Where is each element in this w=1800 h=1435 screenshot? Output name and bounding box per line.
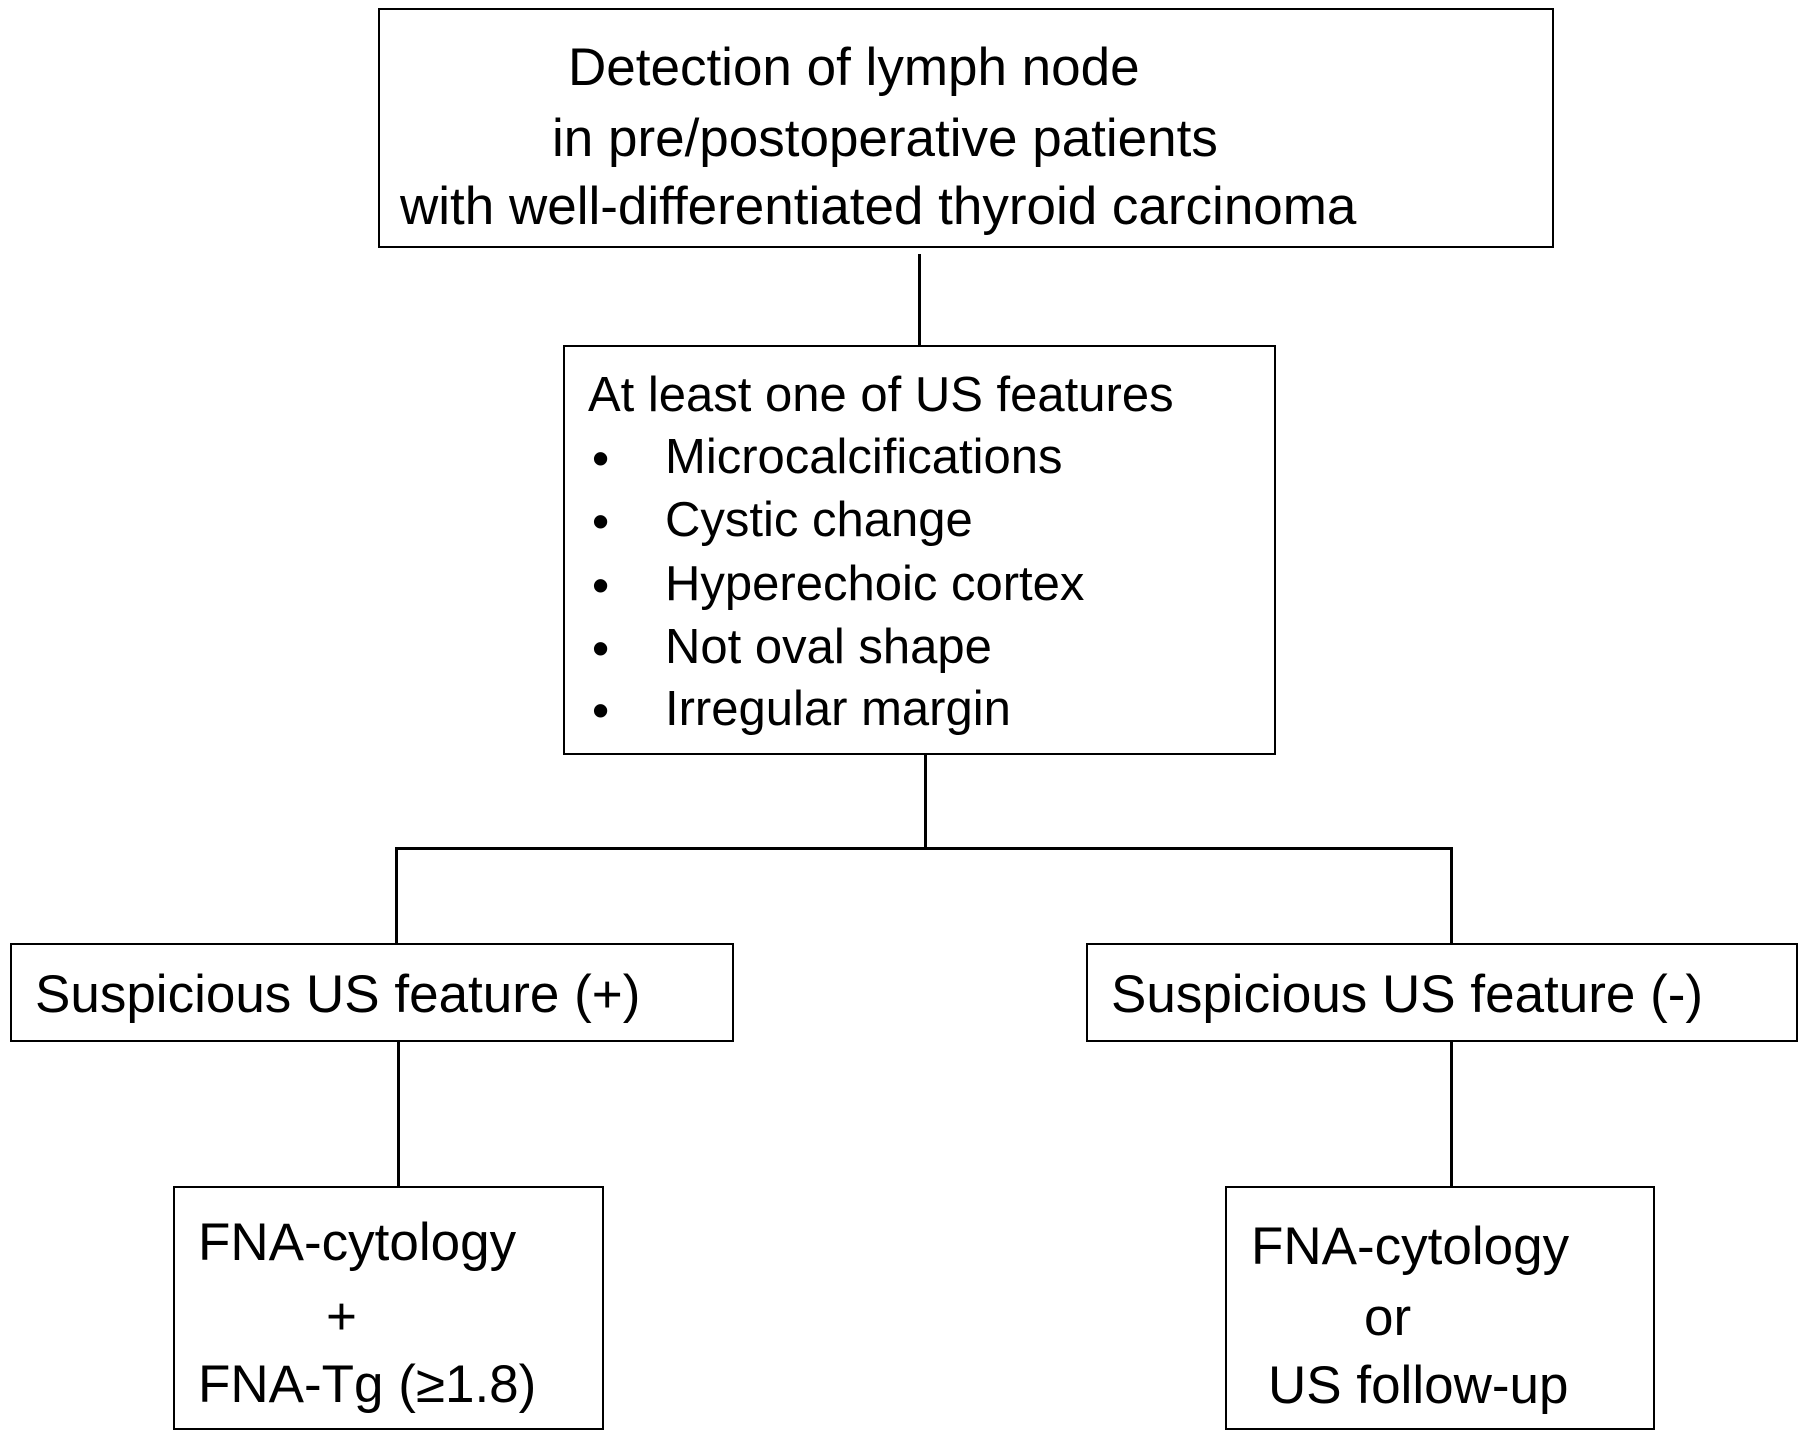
connector-criteria-stem [924, 754, 927, 850]
start-node-line-3: with well-differentiated thyroid carcino… [400, 177, 1357, 236]
suspicious-negative-box: Suspicious US feature (-) [1086, 943, 1798, 1042]
negative-outcome-line-2: or [1364, 1288, 1412, 1347]
criteria-item: Microcalcifications [665, 430, 1063, 484]
criteria-item: Hyperechoic cortex [665, 557, 1085, 611]
criteria-item: Cystic change [665, 493, 973, 547]
bullet-icon: • [592, 559, 610, 613]
negative-outcome-box: FNA-cytology or US follow-up [1225, 1186, 1655, 1430]
connector-right-branch [1450, 847, 1453, 945]
criteria-box: At least one of US features • Microcalci… [563, 345, 1276, 755]
criteria-heading: At least one of US features [588, 368, 1174, 422]
bullet-icon: • [592, 684, 610, 738]
connector-left-to-outcome [397, 1040, 400, 1186]
connector-top-to-criteria [918, 254, 921, 348]
connector-right-to-outcome [1450, 1040, 1453, 1186]
criteria-item: Not oval shape [665, 620, 992, 674]
suspicious-positive-label: Suspicious US feature (+) [35, 965, 641, 1024]
positive-outcome-box: FNA-cytology + FNA-Tg (≥1.8) [173, 1186, 604, 1430]
start-node-line-2: in pre/postoperative patients [552, 109, 1218, 168]
suspicious-positive-box: Suspicious US feature (+) [10, 943, 734, 1042]
bullet-icon: • [592, 432, 610, 486]
positive-outcome-line-1: FNA-cytology [198, 1213, 517, 1272]
bullet-icon: • [592, 622, 610, 676]
start-node-line-1: Detection of lymph node [568, 38, 1140, 97]
positive-outcome-line-2: + [326, 1287, 357, 1346]
connector-left-branch [395, 847, 398, 945]
connector-horizontal-split [395, 847, 1453, 850]
negative-outcome-line-1: FNA-cytology [1251, 1217, 1570, 1276]
start-node-box: Detection of lymph node in pre/postopera… [378, 8, 1554, 248]
negative-outcome-line-3: US follow-up [1268, 1356, 1569, 1415]
suspicious-negative-label: Suspicious US feature (-) [1111, 965, 1704, 1024]
criteria-item: Irregular margin [665, 682, 1011, 736]
bullet-icon: • [592, 495, 610, 549]
positive-outcome-line-3: FNA-Tg (≥1.8) [198, 1355, 537, 1414]
